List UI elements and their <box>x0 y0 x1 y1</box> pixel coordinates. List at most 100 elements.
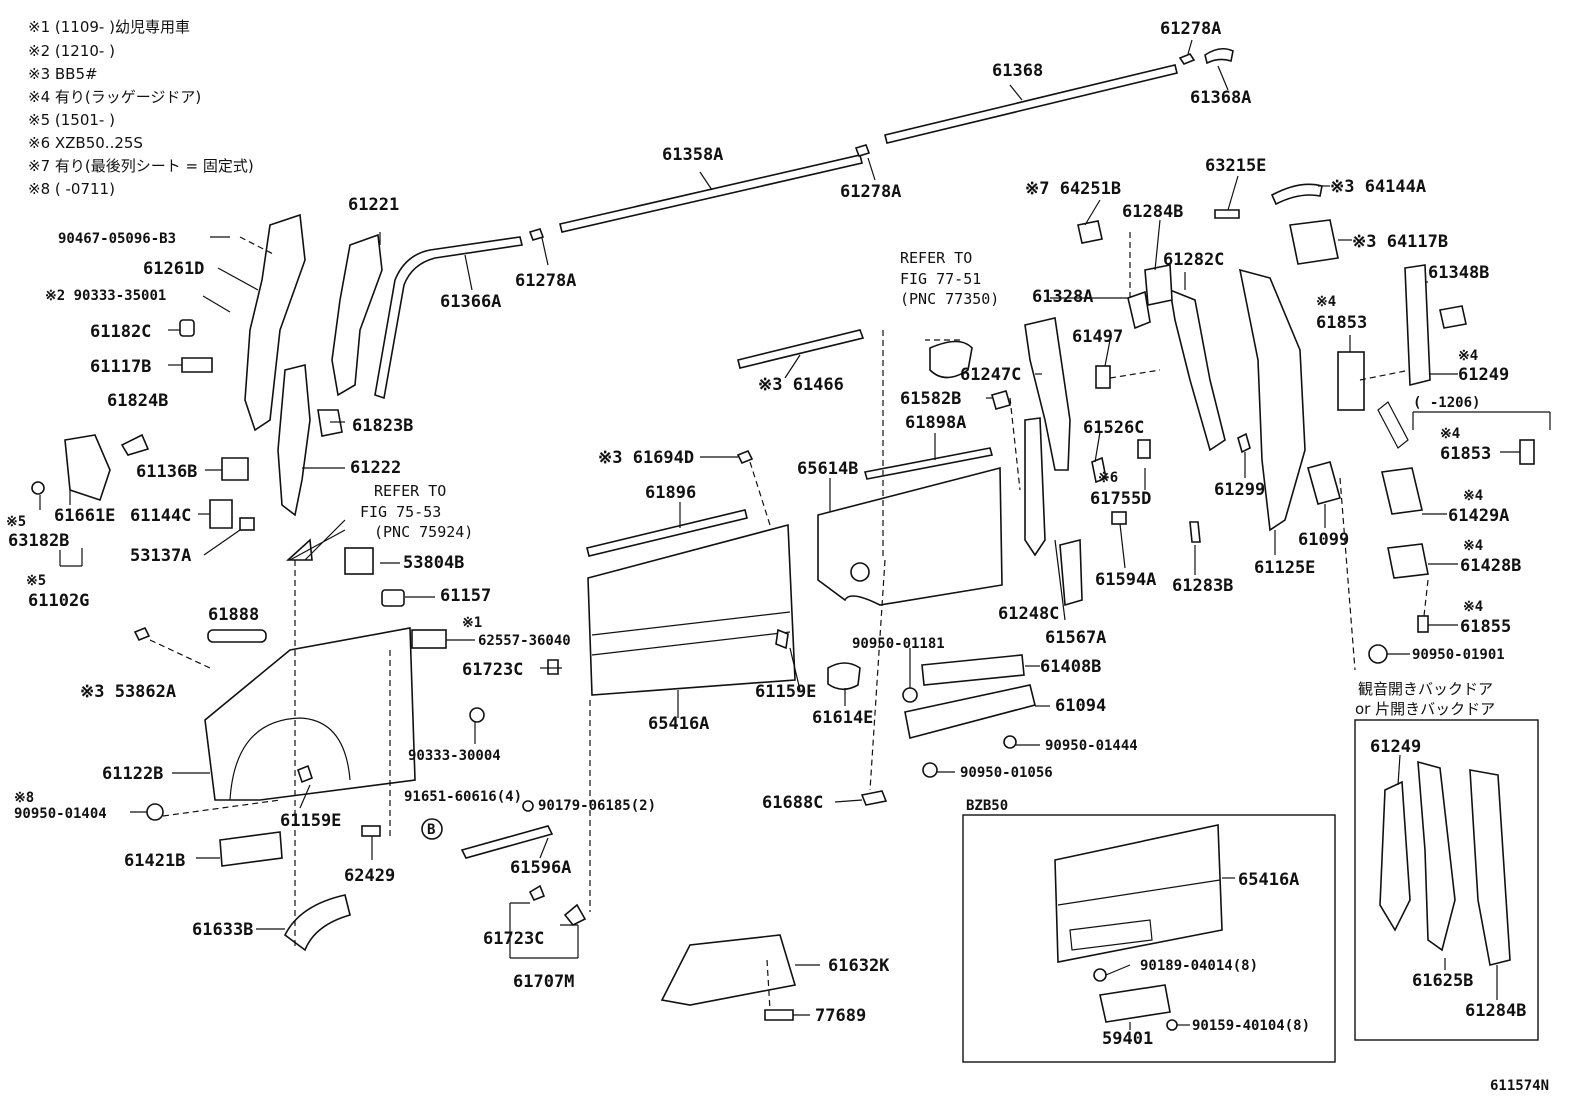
label-90950-01444: 90950-01444 <box>1045 738 1138 754</box>
label-62557: 62557-36040 <box>478 633 571 649</box>
label-61117B: 61117B <box>90 357 151 377</box>
clip-61278A-top <box>1178 53 1196 65</box>
label-61278A-mid: 61278A <box>840 182 901 202</box>
label-61159E-a: 61159E <box>280 811 341 831</box>
pillar-61125E-shape <box>1238 268 1306 532</box>
label-61896: 61896 <box>645 483 696 503</box>
label-61853b: 61853 <box>1440 444 1491 464</box>
notes-block: ※1 (1109- )幼児専用車 ※2 (1210- ) ※3 BB5# ※4 … <box>28 18 254 198</box>
label-x6: ※6 <box>1098 470 1118 486</box>
part-62557-shape <box>411 629 447 649</box>
part-61299-shape <box>1237 432 1251 454</box>
label-59401: 59401 <box>1102 1029 1153 1049</box>
label-61099: 61099 <box>1298 530 1349 550</box>
label-61222: 61222 <box>350 458 401 478</box>
part-61159E-a-shape <box>297 764 313 784</box>
label-61122B: 61122B <box>102 764 163 784</box>
label-53137A: 53137A <box>130 546 191 566</box>
label-61526C: 61526C <box>1083 418 1144 438</box>
pillar-61282C-shape <box>1168 288 1226 452</box>
pillar-61247C-shape <box>1024 317 1071 471</box>
pillar-61222-shape <box>277 363 311 517</box>
label-61358A: 61358A <box>662 145 723 165</box>
panel-65416A-shape <box>587 523 796 696</box>
panel-65416A-b-shape <box>1054 824 1223 963</box>
label-61368: 61368 <box>992 61 1043 81</box>
label-61221: 61221 <box>348 195 399 215</box>
part-62429-shape <box>361 825 381 837</box>
ref2-line3: (PNC 75924) <box>374 523 473 541</box>
part-61853-shape <box>1337 351 1365 411</box>
part-61144C-shape <box>209 499 233 529</box>
label-61247C: 61247C <box>960 365 1021 385</box>
label-61582B: 61582B <box>900 389 961 409</box>
part-61888-shape <box>207 629 267 643</box>
label-61366A: 61366A <box>440 292 501 312</box>
molding-61358A-shape <box>559 154 863 233</box>
part-61723C-b-shape <box>528 884 546 902</box>
label-61723C-b: 61723C <box>483 929 544 949</box>
label-61328A: 61328A <box>1032 287 1093 307</box>
part-61707M-shape <box>563 903 587 927</box>
label-x4-61853: ※4 <box>1316 294 1336 310</box>
ref-77-51: REFER TO FIG 77-51 (PNC 77350) <box>900 249 999 308</box>
ref1-line2: FIG 77-51 <box>900 270 981 288</box>
panel-61122B-shape <box>204 627 416 801</box>
bzb50-parts <box>1054 824 1235 1031</box>
middle-panels <box>304 329 1050 1021</box>
part-61526C-shape <box>1091 456 1107 484</box>
label-64251B: ※7 64251B <box>1025 179 1121 199</box>
label-61661E: 61661E <box>54 506 115 526</box>
part-61182C-shape <box>179 319 195 337</box>
label-x5a: ※5 <box>6 514 26 530</box>
label-53804B: 53804B <box>403 553 464 573</box>
part-77689-shape <box>764 1009 794 1021</box>
label-61299: 61299 <box>1214 480 1265 500</box>
pillar-61284B-b-shape <box>1469 769 1511 966</box>
part-61466-shape <box>737 329 865 369</box>
label-61688C: 61688C <box>762 793 823 813</box>
part-61567A-shape <box>1059 538 1083 607</box>
pillar-61221-shape <box>331 233 383 397</box>
label-61248C: 61248C <box>998 604 1059 624</box>
marker-b-circle <box>421 818 443 840</box>
label-x1: ※1 <box>462 615 482 631</box>
part-64251B-shape <box>1077 220 1103 244</box>
ref1-line3: (PNC 77350) <box>900 290 999 308</box>
part-61348B-bracket <box>1439 305 1467 329</box>
label-61428B: 61428B <box>1460 556 1521 576</box>
label-61853: 61853 <box>1316 313 1367 333</box>
right-pillars <box>1024 175 1551 671</box>
label-61755D: 61755D <box>1090 489 1151 509</box>
backdoor-title-2: or 片開きバックドア <box>1355 700 1495 718</box>
fuel-lid-opening <box>850 562 870 582</box>
part-61853b-shape <box>1519 439 1535 465</box>
pillar-61249-b-shape <box>1379 780 1411 932</box>
label-61497: 61497 <box>1072 327 1123 347</box>
part-61283B-shape <box>1189 521 1201 543</box>
pillar-61625B-shape <box>1417 760 1456 952</box>
ref-75-53: REFER TO FIG 75-53 (PNC 75924) <box>360 482 473 541</box>
label-90333-35001: ※2 90333-35001 <box>45 288 166 304</box>
label-91651: 91651-60616(4) <box>404 789 522 805</box>
figure-code: 611574N <box>1490 1078 1549 1094</box>
part-61408B-shape <box>921 654 1025 686</box>
note-7: ※7 有り(最後列シート = 固定式) <box>28 157 254 175</box>
part-53804B-shape <box>344 547 374 575</box>
part-59401-shape <box>1099 984 1171 1023</box>
part-61284B-shape <box>1144 264 1173 306</box>
label-61632K: 61632K <box>828 956 890 976</box>
bzb50-box <box>962 814 1336 1063</box>
part-90159-shape <box>1166 1019 1178 1031</box>
label-61888: 61888 <box>208 605 259 625</box>
backdoor-parts <box>1379 754 1511 1000</box>
marker-b-label: B <box>427 822 435 838</box>
label-61284B-b: 61284B <box>1465 1001 1526 1021</box>
label-61249-b: 61249 <box>1370 737 1421 757</box>
callout-labels: 61278A 61368 61368A 61358A 61278A 61221 … <box>6 19 1549 1094</box>
backdoor-title-1: 観音開きバックドア <box>1358 680 1493 698</box>
part-61348B-pillar <box>1404 264 1431 387</box>
label-61594A: 61594A <box>1095 570 1156 590</box>
molding-61368-shape <box>884 64 1178 144</box>
